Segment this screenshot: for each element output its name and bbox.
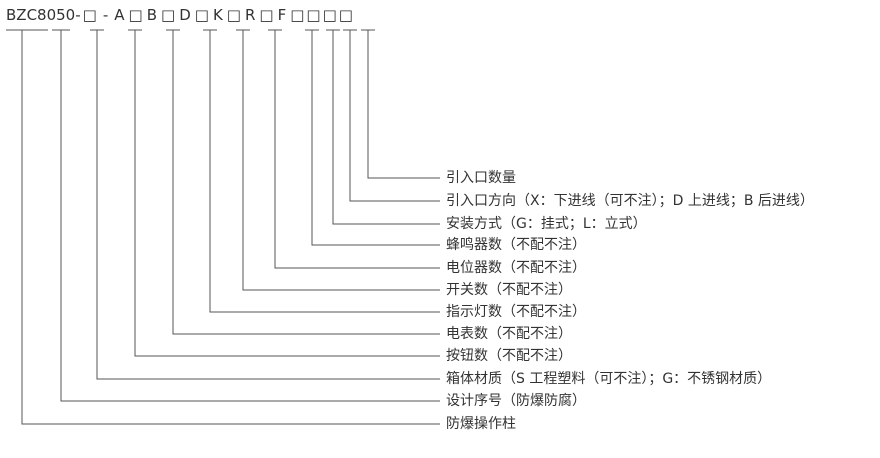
leader-buzzer xyxy=(311,30,440,246)
leader-button xyxy=(134,30,440,357)
label-buzzer-count: 蜂鸣器数（不配不注） xyxy=(446,237,586,253)
label-design-number: 设计序号（防爆防腐） xyxy=(446,393,586,409)
code-part: □ xyxy=(306,6,321,24)
code-part: D xyxy=(179,6,191,24)
leader-design xyxy=(60,30,440,402)
code-part: □ xyxy=(128,6,143,24)
leader-switch xyxy=(242,30,440,291)
code-part: □ xyxy=(161,6,176,24)
code-part: □ xyxy=(226,6,241,24)
code-part: □ xyxy=(82,6,97,24)
leader-meter xyxy=(172,30,440,335)
code-part: K xyxy=(212,6,223,24)
leader-prefix xyxy=(21,30,440,425)
leader-material xyxy=(96,30,440,380)
code-part: □ xyxy=(338,6,353,24)
leader-pot xyxy=(274,30,440,269)
label-product-name: 防爆操作柱 xyxy=(446,416,516,432)
code-part: □ xyxy=(259,6,274,24)
leader-inlet-count xyxy=(367,30,440,179)
label-meter-count: 电表数（不配不注） xyxy=(446,326,572,342)
label-potentiometer-count: 电位器数（不配不注） xyxy=(446,260,586,276)
label-switch-count: 开关数（不配不注） xyxy=(446,282,572,298)
code-part: □ xyxy=(290,6,305,24)
label-install-method: 安装方式（G：挂式；L：立式） xyxy=(446,216,647,232)
label-inlet-direction: 引入口方向（X：下进线（可不注）；D 上进线；B 后进线） xyxy=(446,193,814,209)
code-part: □ xyxy=(194,6,209,24)
model-code: BZC8050-□-A□B□D□K□R□F□□□□ xyxy=(6,6,353,24)
code-part: B xyxy=(146,6,157,24)
code-prefix: BZC8050- xyxy=(6,6,81,24)
code-part: A xyxy=(114,6,125,24)
leader-lamp xyxy=(209,30,440,313)
code-part: □ xyxy=(322,6,337,24)
label-inlet-count: 引入口数量 xyxy=(446,170,516,186)
leader-install xyxy=(332,30,440,225)
code-part: - xyxy=(102,6,109,24)
code-part: F xyxy=(277,6,287,24)
leader-inlet-direction xyxy=(349,30,440,202)
label-indicator-count: 指示灯数（不配不注） xyxy=(446,304,586,320)
code-part: R xyxy=(244,6,256,24)
label-enclosure-material: 箱体材质（S 工程塑料（可不注）；G：不锈钢材质） xyxy=(446,371,772,387)
label-button-count: 按钮数（不配不注） xyxy=(446,348,572,364)
